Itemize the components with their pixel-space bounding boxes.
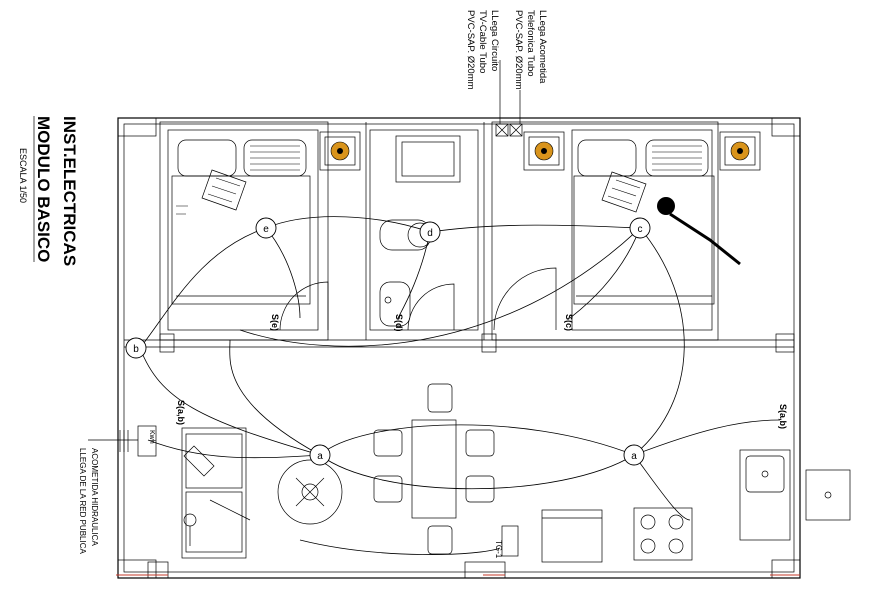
service-boxes [495, 123, 523, 137]
kwh-meter[interactable] [137, 425, 157, 457]
svg-text:d: d [427, 228, 433, 239]
note-tv-1: LLega Circuito [489, 10, 500, 71]
kitchen-fixtures [541, 449, 851, 563]
light-d[interactable]: d [419, 221, 441, 243]
bed-left [171, 139, 311, 305]
bed-right [573, 139, 741, 305]
switch-kitchen[interactable]: S(a,b) [778, 404, 788, 429]
switch-bedroom-left[interactable]: S(e) [270, 314, 280, 331]
dining-set [373, 383, 495, 555]
person-icon [657, 197, 675, 215]
note-hidraulica-2: LLEGA DE LA RED PUBLICA [78, 448, 87, 554]
svg-text:a: a [631, 451, 637, 462]
svg-text:e: e [263, 224, 269, 235]
note-telefono-3: PVC-SAP. Ø20mm [513, 10, 524, 90]
light-e[interactable]: e [255, 217, 277, 239]
light-a-living[interactable]: a [309, 444, 331, 466]
meter-panel: Kwh TG-1 [137, 425, 519, 559]
note-tv-3: PVC-SAP. Ø20mm [465, 10, 476, 90]
drawing-title: INST.ELECTRICAS [60, 116, 79, 266]
light-a-kitchen[interactable]: a [623, 444, 645, 466]
svg-text:a: a [317, 451, 323, 462]
note-hidraulica-1: ACOMETIDA HIDRAULICA [90, 448, 99, 546]
tg-label: TG-1 [494, 540, 503, 559]
doors [279, 267, 557, 331]
drawing-subtitle: MODULO BASICO [34, 116, 53, 262]
switch-labels: S(e) S(d) S(c) S(a,b) S(a,b) [176, 314, 788, 429]
switch-bathroom[interactable]: S(d) [394, 314, 404, 332]
light-c[interactable]: c [629, 217, 651, 239]
switch-bedroom-right[interactable]: S(c) [564, 314, 574, 331]
tg-panel[interactable] [501, 525, 519, 557]
walls [117, 117, 801, 579]
note-telefono-2: Telefonica Tubo [525, 10, 536, 77]
light-fixtures: e d c b a a [125, 217, 651, 466]
laundry-sink-icon [805, 469, 851, 521]
title-block: INST.ELECTRICAS MODULO BASICO ESCALA 1/5… [18, 116, 79, 266]
nightstands [319, 131, 761, 171]
kwh-label: Kwh [148, 430, 155, 444]
coffee-table-icon [277, 459, 343, 525]
note-tv-2: TV-Cable Tubo [477, 10, 488, 73]
svg-text:c: c [638, 224, 643, 235]
svg-text:b: b [133, 344, 139, 355]
kitchen-sink-icon [739, 449, 791, 541]
dining-table-icon [411, 419, 457, 519]
service-notes: LLega Acometida Telefonica Tubo PVC-SAP.… [465, 10, 548, 124]
sofa-icon [181, 427, 247, 559]
scale-label: ESCALA 1/50 [18, 148, 28, 203]
switch-living[interactable]: S(a,b) [176, 400, 186, 425]
light-b[interactable]: b [125, 337, 147, 359]
stove-icon [633, 507, 693, 561]
living-furniture [181, 427, 343, 559]
fridge-icon [541, 509, 603, 563]
circuit-lines [139, 216, 781, 555]
water-note: ACOMETIDA HIDRAULICA LLEGA DE LA RED PUB… [78, 430, 138, 554]
note-telefono-1: LLega Acometida [537, 10, 548, 84]
sink-icon [379, 281, 411, 327]
